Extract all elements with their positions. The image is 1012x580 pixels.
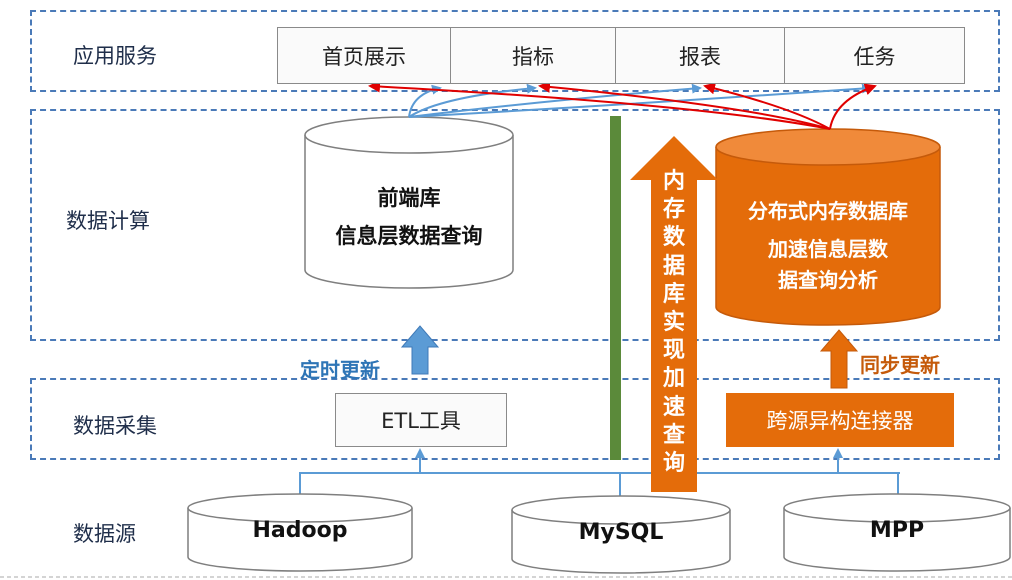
memory-db-desc-2: 据查询分析 xyxy=(778,268,878,292)
app-layer-label: 应用服务 xyxy=(73,44,157,68)
front-to-report xyxy=(408,83,702,118)
timed-update-arrow xyxy=(400,325,440,375)
sync-update-label: 同步更新 xyxy=(860,353,940,377)
mem-to-task xyxy=(829,83,877,130)
service-report: 报表 xyxy=(615,27,785,84)
etl-tool-box: ETL工具 xyxy=(335,393,507,447)
sync-update-arrow xyxy=(819,329,859,389)
source-layer-label: 数据源 xyxy=(73,522,136,546)
connector-box: 跨源异构连接器 xyxy=(726,393,954,447)
mem-to-home xyxy=(368,80,831,130)
service-home: 首页展示 xyxy=(277,27,451,84)
acceleration-arrow-text: 内存数据库实现加速查询 xyxy=(662,169,685,477)
acceleration-arrow xyxy=(630,136,718,492)
memory-db-desc-1: 加速信息层数 xyxy=(768,237,888,261)
source-mpp-label: MPP xyxy=(869,518,925,543)
memory-db-title: 分布式内存数据库 xyxy=(748,199,908,223)
timed-update-label: 定时更新 xyxy=(300,358,380,382)
mpp-cylinder xyxy=(783,493,1011,572)
frontend-db-desc: 信息层数据查询 xyxy=(335,224,483,248)
source-mysql-label: MySQL xyxy=(578,520,664,545)
memory-db-cylinder xyxy=(715,128,941,326)
frontend-db-title: 前端库 xyxy=(377,186,441,210)
front-to-metric xyxy=(408,83,537,118)
compute-layer-label: 数据计算 xyxy=(66,209,150,233)
hadoop-cylinder xyxy=(187,493,413,572)
mysql-cylinder xyxy=(511,495,731,574)
mem-to-metric xyxy=(538,80,831,130)
green-divider xyxy=(610,116,621,460)
frontend-db-cylinder xyxy=(304,116,514,289)
collect-layer-label: 数据采集 xyxy=(73,414,157,438)
service-metric: 指标 xyxy=(450,27,616,84)
source-hadoop-label: Hadoop xyxy=(252,518,348,543)
front-to-task xyxy=(408,83,872,118)
mem-to-report xyxy=(703,82,831,130)
service-task: 任务 xyxy=(784,27,965,84)
collect-layer-band xyxy=(30,378,1000,460)
front-to-home xyxy=(408,84,442,118)
source-link-hadoop xyxy=(299,472,900,497)
